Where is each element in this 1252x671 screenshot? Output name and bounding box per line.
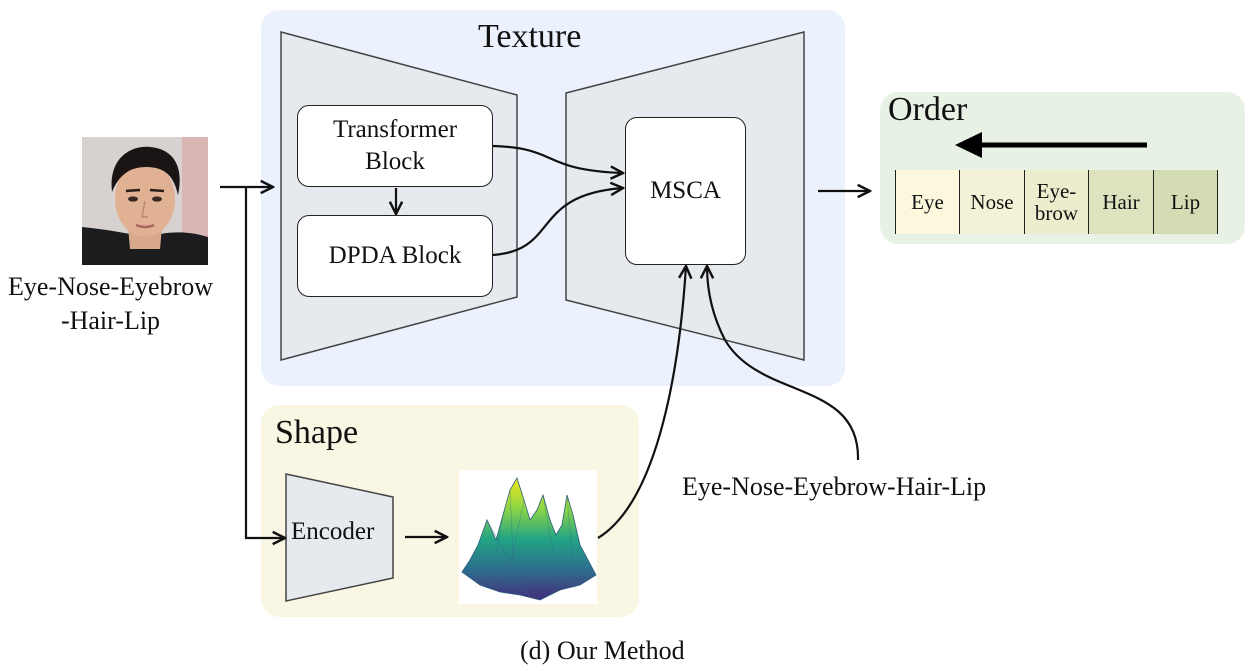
order-label-to-msca-arrow (707, 266, 860, 461)
texture-encoder-trapezoid (280, 31, 518, 361)
surface-to-msca-arrow (597, 266, 686, 539)
input-face-photo (82, 137, 208, 265)
shape-encoder-trapezoid (285, 473, 394, 602)
input-label: Eye-Nose-Eyebrow -Hair-Lip (8, 272, 214, 335)
dpda-block: DPDA Block (297, 215, 493, 297)
order-direction-arrowhead (955, 132, 982, 158)
order-input-label: Eye-Nose-Eyebrow-Hair-Lip (682, 472, 987, 501)
figure-caption: (d) Our Method (520, 636, 685, 665)
order-cell-hair: Hair (1089, 170, 1154, 234)
shape-surface-plot (459, 470, 597, 604)
input-to-shape-arrow (244, 187, 285, 538)
order-cell-eye: Eye (896, 170, 960, 234)
shape-title: Shape (275, 414, 359, 451)
transformer-to-msca-arrow (492, 144, 623, 173)
order-cell-nose: Nose (960, 170, 1025, 234)
order-cell-eyebrow: Eye- brow (1025, 170, 1089, 234)
dpda-to-msca-arrow (492, 188, 623, 257)
texture-title: Texture (478, 18, 582, 55)
msca-block: MSCA (625, 117, 746, 265)
encoder-label: Encoder (291, 518, 375, 545)
order-title: Order (888, 91, 968, 128)
transformer-block: Transformer Block (297, 105, 493, 187)
order-cell-lip: Lip (1154, 170, 1217, 234)
